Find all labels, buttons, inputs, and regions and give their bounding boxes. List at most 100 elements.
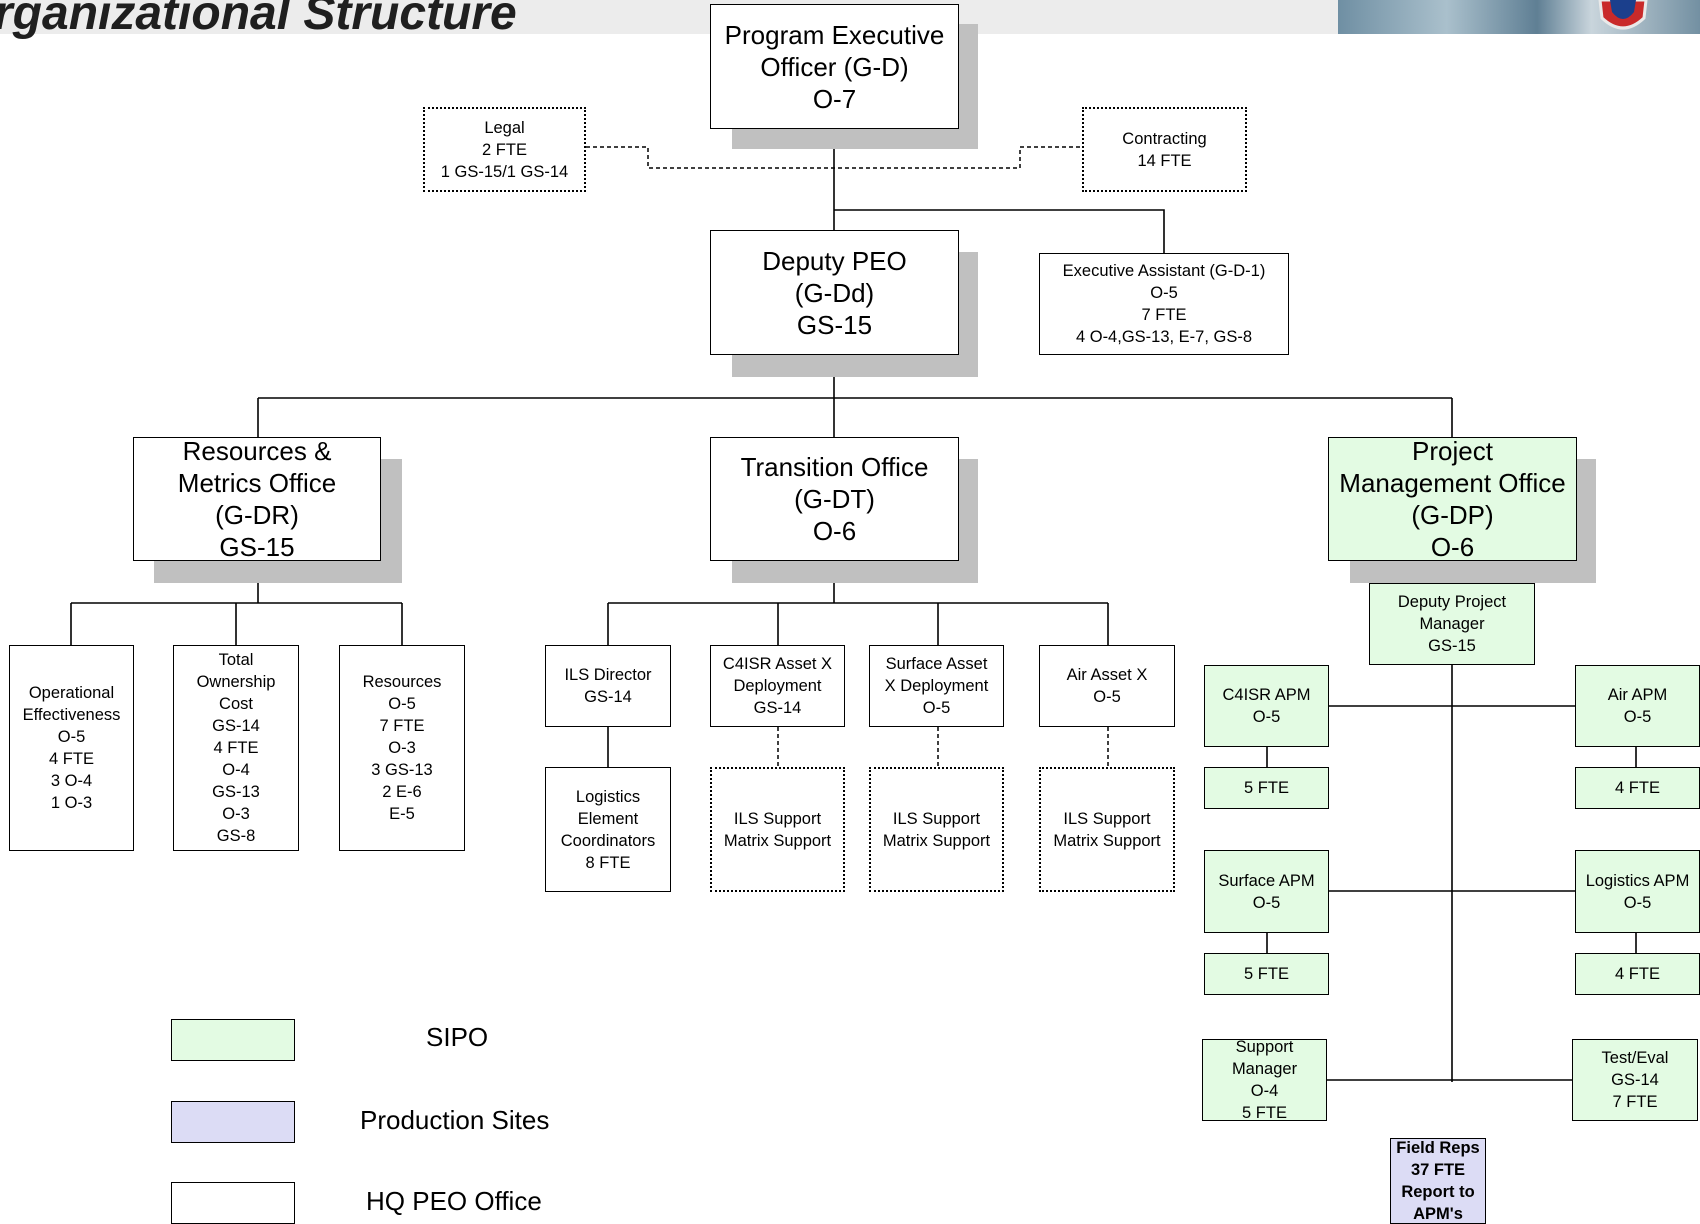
support-mgr-line-3: O-4 [1250,1082,1279,1100]
air-asset-line-2: O-5 [1093,688,1121,706]
resources-box: Resources O-5 7 FTE O-3 3 GS-13 2 E-6 E-… [339,645,465,851]
c4isr-deploy-line-3: GS-14 [753,699,802,717]
air-apm-line-1: Air APM [1607,686,1668,704]
test-eval-line-2: GS-14 [1611,1071,1659,1089]
peo-line-2: Officer (G-D) [760,51,909,82]
op-eff-line-2: Effectiveness [22,706,121,724]
resources-line-1: Resources [362,673,442,691]
air-apm-line-2: O-5 [1623,708,1652,726]
toc-line-7: GS-13 [212,783,260,801]
exec-assistant-box: Executive Assistant (G-D-1) O-5 7 FTE 4 … [1039,253,1289,355]
logistics-fte-box: 4 FTE [1575,953,1700,995]
logistics-apm-box: Logistics APM O-5 [1575,850,1700,933]
surface-apm-box: Surface APM O-5 [1204,850,1329,933]
resources-line-5: 3 GS-13 [371,761,433,779]
seal-emblem-icon [1598,0,1648,30]
contracting-line-1: Contracting [1122,129,1207,148]
resources-metrics-box: Resources & Metrics Office (G-DR) GS-15 [133,437,381,561]
pmo-line-1: Project [1412,437,1493,466]
peo-line-3: O-7 [812,83,857,114]
exec-assistant-line-1: Executive Assistant (G-D-1) [1062,262,1266,280]
toc-line-1: Total [218,651,254,669]
toc-line-6: O-4 [222,761,250,779]
resources-line-2: O-5 [388,695,416,713]
ils-support-3-line-1: ILS Support [1063,809,1151,828]
resources-line-7: E-5 [389,805,415,823]
legal-line-1: Legal [484,118,525,137]
field-reps-box: Field Reps 37 FTE Report to APM's [1390,1138,1486,1224]
c4isr-apm-box: C4ISR APM O-5 [1204,665,1329,747]
toc-line-5: 4 FTE [213,739,259,757]
transition-line-3: O-6 [812,516,857,546]
log-coord-line-1: Logistics [575,787,641,806]
resources-line-3: 7 FTE [379,717,425,735]
op-eff-line-5: 3 O-4 [50,772,93,790]
c4isr-deployment-box: C4ISR Asset X Deployment GS-14 [710,645,845,727]
air-fte-box: 4 FTE [1575,767,1700,809]
resources-metrics-line-2: Metrics Office [177,468,337,498]
contracting-box: Contracting 14 FTE [1082,107,1247,192]
resources-metrics-line-1: Resources & [182,437,332,466]
transition-line-2: (G-DT) [794,484,875,514]
surface-deploy-line-1: Surface Asset [885,655,988,673]
deputy-project-manager-box: Deputy Project Manager GS-15 [1369,583,1535,665]
legend-swatch-sipo [171,1019,295,1061]
ils-director-box: ILS Director GS-14 [545,645,671,727]
surface-deploy-line-3: O-5 [922,699,951,717]
deputy-peo-box: Deputy PEO (G-Dd) GS-15 [710,230,959,355]
surface-fte-box: 5 FTE [1204,953,1329,995]
deputy-pm-line-3: GS-15 [1428,637,1476,655]
test-eval-line-1: Test/Eval [1601,1049,1669,1067]
deputy-pm-line-1: Deputy Project [1397,593,1507,611]
surface-deployment-box: Surface Asset X Deployment O-5 [869,645,1004,727]
legal-line-2: 2 FTE [482,140,527,159]
resources-metrics-line-3: (G-DR) [215,500,299,530]
toc-line-4: GS-14 [212,717,260,735]
pmo-box: Project Management Office (G-DP) O-6 [1328,437,1577,561]
toc-line-8: O-3 [222,805,250,823]
legend-label-sipo: SIPO [426,1022,489,1052]
exec-assistant-line-4: 4 O-4,GS-13, E-7, GS-8 [1075,328,1253,346]
c4isr-fte-line-1: 5 FTE [1244,779,1289,797]
log-coord-line-3: Coordinators [560,831,656,850]
support-mgr-line-1: Support [1235,1039,1294,1056]
surface-deploy-line-2: X Deployment [884,677,989,695]
toc-line-2: Ownership [196,673,276,691]
field-reps-line-1: Field Reps [1396,1139,1480,1157]
logistics-fte-line-1: 4 FTE [1615,965,1660,983]
legend-label-production-sites: Production Sites [360,1105,550,1135]
air-fte-line-1: 4 FTE [1615,779,1660,797]
operational-effectiveness-box: Operational Effectiveness O-5 4 FTE 3 O-… [9,645,134,851]
resources-line-6: 2 E-6 [382,783,422,801]
contracting-line-2: 14 FTE [1137,151,1192,170]
c4isr-deploy-line-1: C4ISR Asset X [722,655,833,673]
surface-apm-line-1: Surface APM [1218,871,1315,890]
deputy-peo-line-1: Deputy PEO [762,245,907,276]
peo-box: Program Executive Officer (G-D) O-7 [710,4,959,129]
toc-line-3: Cost [219,695,253,713]
c4isr-fte-box: 5 FTE [1204,767,1329,809]
op-eff-line-1: Operational [28,684,115,702]
pmo-line-3: (G-DP) [1411,500,1494,530]
transition-office-box: Transition Office (G-DT) O-6 [710,437,959,561]
ils-support-1-line-2: Matrix Support [723,831,832,850]
air-asset-box: Air Asset X O-5 [1039,645,1175,727]
exec-assistant-line-3: 7 FTE [1141,306,1187,324]
ils-support-1-line-1: ILS Support [733,809,822,828]
resources-metrics-line-4: GS-15 [219,532,295,561]
deputy-peo-line-2: (G-Dd) [794,277,875,308]
field-reps-line-2: 37 FTE [1410,1161,1466,1179]
support-mgr-line-4: 5 FTE [1242,1104,1287,1121]
field-reps-line-3: Report to [1401,1183,1475,1201]
logistics-apm-line-1: Logistics APM [1585,871,1690,890]
toc-line-9: GS-8 [216,827,256,845]
ils-support-2-line-1: ILS Support [892,809,981,828]
ils-director-line-2: GS-14 [584,688,632,706]
pmo-line-4: O-6 [1430,532,1475,561]
transition-line-1: Transition Office [740,452,929,482]
logistics-coordinators-box: Logistics Element Coordinators 8 FTE [545,767,671,892]
legal-box: Legal 2 FTE 1 GS-15/1 GS-14 [423,107,586,192]
support-mgr-line-2: Manager [1231,1060,1298,1078]
legend-label-hq-peo-office: HQ PEO Office [366,1186,542,1216]
legend-swatch-hq-peo-office [171,1182,295,1224]
